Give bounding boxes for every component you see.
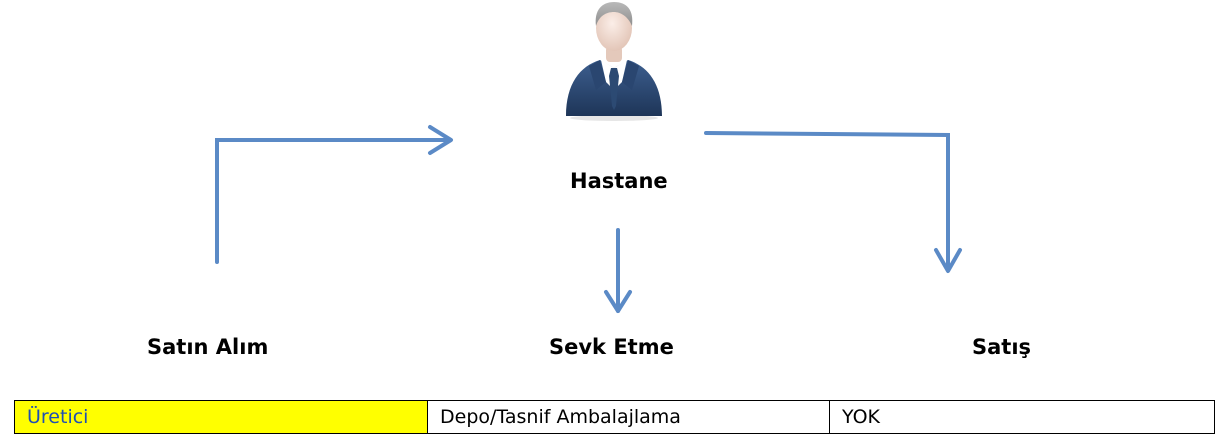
sale-label: Satış xyxy=(972,335,1032,359)
arrow-to-hub xyxy=(215,125,453,264)
arrow-to-center xyxy=(604,228,632,313)
table-cell-producer: Üretici xyxy=(14,400,428,434)
purchase-label: Satın Alım xyxy=(147,335,269,359)
hub-label: Hastane xyxy=(570,169,668,193)
businessman-icon xyxy=(566,2,662,121)
table-cell-depot: Depo/Tasnif Ambalajlama xyxy=(427,400,830,434)
shipment-label: Sevk Etme xyxy=(549,335,674,359)
arrow-to-right xyxy=(704,131,962,273)
table-cell-none: YOK xyxy=(829,400,1215,434)
table-row: Üretici Depo/Tasnif Ambalajlama YOK xyxy=(14,400,1215,434)
info-table: Üretici Depo/Tasnif Ambalajlama YOK xyxy=(14,400,1215,434)
